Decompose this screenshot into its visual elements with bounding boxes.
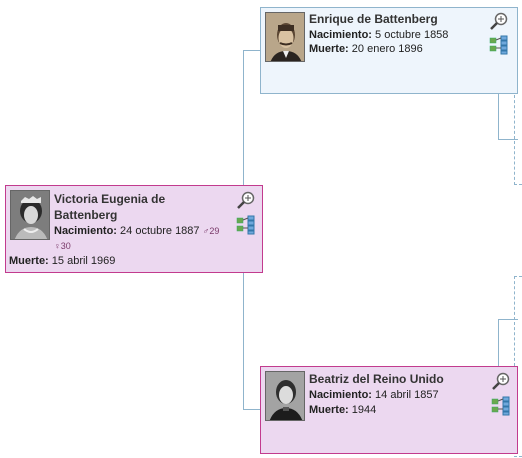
mother-name: Beatriz del Reino Unido — [309, 372, 444, 386]
mother-birth-value: 14 abril 1857 — [375, 389, 439, 401]
subject-name-line1: Victoria Eugenia de — [54, 192, 166, 206]
connector-father — [243, 50, 261, 51]
connector-mother-branch-h — [498, 319, 518, 320]
connector-father-branch — [498, 92, 499, 140]
subject-father-age: ♂29 — [202, 226, 220, 236]
mother-birth-label: Nacimiento: — [309, 389, 372, 401]
subject-birth-label: Nacimiento: — [54, 225, 117, 237]
father-birth-label: Nacimiento: — [309, 29, 372, 41]
subject-death-value: 15 abril 1969 — [51, 255, 116, 267]
father-death-value: 20 enero 1896 — [351, 43, 423, 55]
father-death: Muerte: 20 enero 1896 — [309, 42, 423, 56]
family-tree-icon[interactable] — [491, 396, 511, 416]
subject-death: Muerte: 15 abril 1969 — [9, 254, 115, 268]
person-card-subject[interactable]: Victoria Eugenia de Battenberg Nacimient… — [5, 185, 263, 273]
father-name: Enrique de Battenberg — [309, 12, 438, 26]
connector-father-branch-h — [498, 139, 518, 140]
subject-birth-value: 24 octubre 1887 — [120, 225, 200, 237]
mother-death-value: 1944 — [351, 404, 377, 416]
magnifier-icon[interactable] — [491, 371, 511, 391]
connector-mother — [243, 409, 261, 410]
person-card-father[interactable]: Enrique de Battenberg Nacimiento: 5 octu… — [260, 7, 518, 94]
subject-name-line2: Battenberg — [54, 208, 118, 222]
subject-photo — [10, 190, 50, 240]
connector-father-dashed-h — [514, 184, 522, 185]
magnifier-icon[interactable] — [236, 190, 256, 210]
mother-death-label: Muerte: — [309, 404, 349, 416]
connector-mother-dashed-h — [514, 276, 522, 277]
person-card-mother[interactable]: Beatriz del Reino Unido Nacimiento: 14 a… — [260, 366, 518, 454]
mother-birth: Nacimiento: 14 abril 1857 — [309, 388, 439, 402]
father-birth-value: 5 octubre 1858 — [375, 29, 449, 41]
father-death-label: Muerte: — [309, 43, 349, 55]
connector-bottom-dashed — [514, 456, 522, 457]
mother-death: Muerte: 1944 — [309, 403, 376, 417]
subject-death-label: Muerte: — [9, 255, 49, 267]
magnifier-icon[interactable] — [489, 11, 509, 31]
connector-mother-dashed — [514, 276, 515, 366]
subject-birth: Nacimiento: 24 octubre 1887 ♂29 — [54, 224, 219, 238]
subject-mother-age: ♀30 — [54, 241, 71, 251]
connector-mother-branch — [498, 319, 499, 369]
father-birth: Nacimiento: 5 octubre 1858 — [309, 28, 448, 42]
connector-father-dashed — [514, 95, 515, 185]
mother-photo — [265, 371, 305, 421]
father-photo — [265, 12, 305, 62]
family-tree-icon[interactable] — [489, 35, 509, 55]
family-tree-icon[interactable] — [236, 215, 256, 235]
